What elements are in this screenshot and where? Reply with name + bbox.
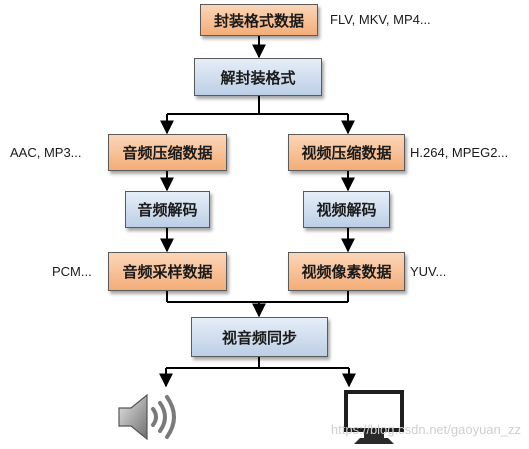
audio-compressed-box: 音频压缩数据 xyxy=(108,134,227,171)
audio-decode-box: 音频解码 xyxy=(125,191,210,228)
audio-samples-box: 音频采样数据 xyxy=(108,252,227,291)
video-pixels-box: 视频像素数据 xyxy=(288,252,405,291)
audio-raw-note: PCM... xyxy=(52,264,92,279)
video-compressed-box: 视频压缩数据 xyxy=(288,134,405,171)
video-decode-box: 视频解码 xyxy=(303,191,390,228)
video-codecs-note: H.264, MPEG2... xyxy=(410,145,509,160)
video-raw-note: YUV... xyxy=(410,264,447,279)
container-data-box: 封装格式数据 xyxy=(200,4,318,36)
demux-box: 解封装格式 xyxy=(194,58,322,96)
speaker-icon xyxy=(118,393,176,441)
watermark: https://blog.csdn.net/gaoyuan_zz xyxy=(330,422,521,437)
audio-codecs-note: AAC, MP3... xyxy=(10,145,82,160)
monitor-icon xyxy=(344,390,404,444)
av-sync-box: 视音频同步 xyxy=(191,317,328,357)
container-formats-note: FLV, MKV, MP4... xyxy=(330,12,431,27)
